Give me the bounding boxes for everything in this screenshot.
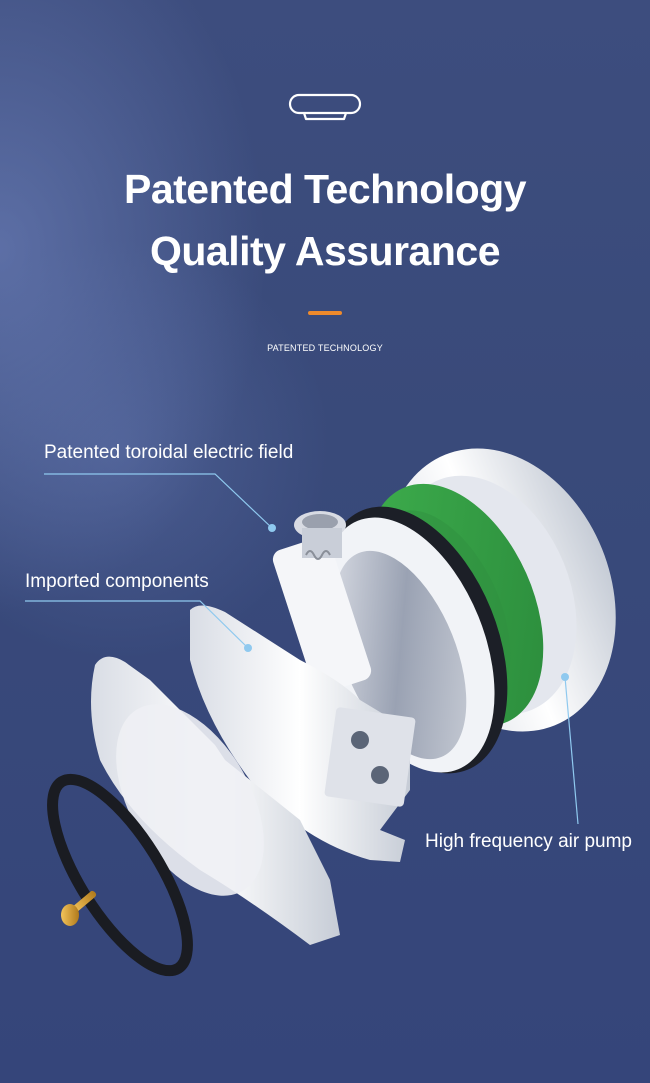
callout-air-pump: High frequency air pump bbox=[425, 831, 632, 852]
accent-divider bbox=[308, 311, 342, 315]
toroidal-field-module bbox=[294, 511, 346, 560]
callout-leader-lines bbox=[25, 473, 579, 825]
callout-toroidal-field: Patented toroidal electric field bbox=[44, 442, 294, 463]
air-purifier-outline-icon bbox=[288, 93, 362, 121]
callout-dots bbox=[244, 524, 569, 681]
title-line-2: Quality Assurance bbox=[149, 228, 501, 274]
title-line-1: Patented Technology bbox=[123, 166, 527, 212]
gold-screw bbox=[61, 890, 97, 926]
mounting-plate bbox=[190, 605, 416, 862]
subtitle: PATENTED TECHNOLOGY bbox=[267, 343, 383, 353]
callout-imported-components: Imported components bbox=[25, 571, 209, 592]
